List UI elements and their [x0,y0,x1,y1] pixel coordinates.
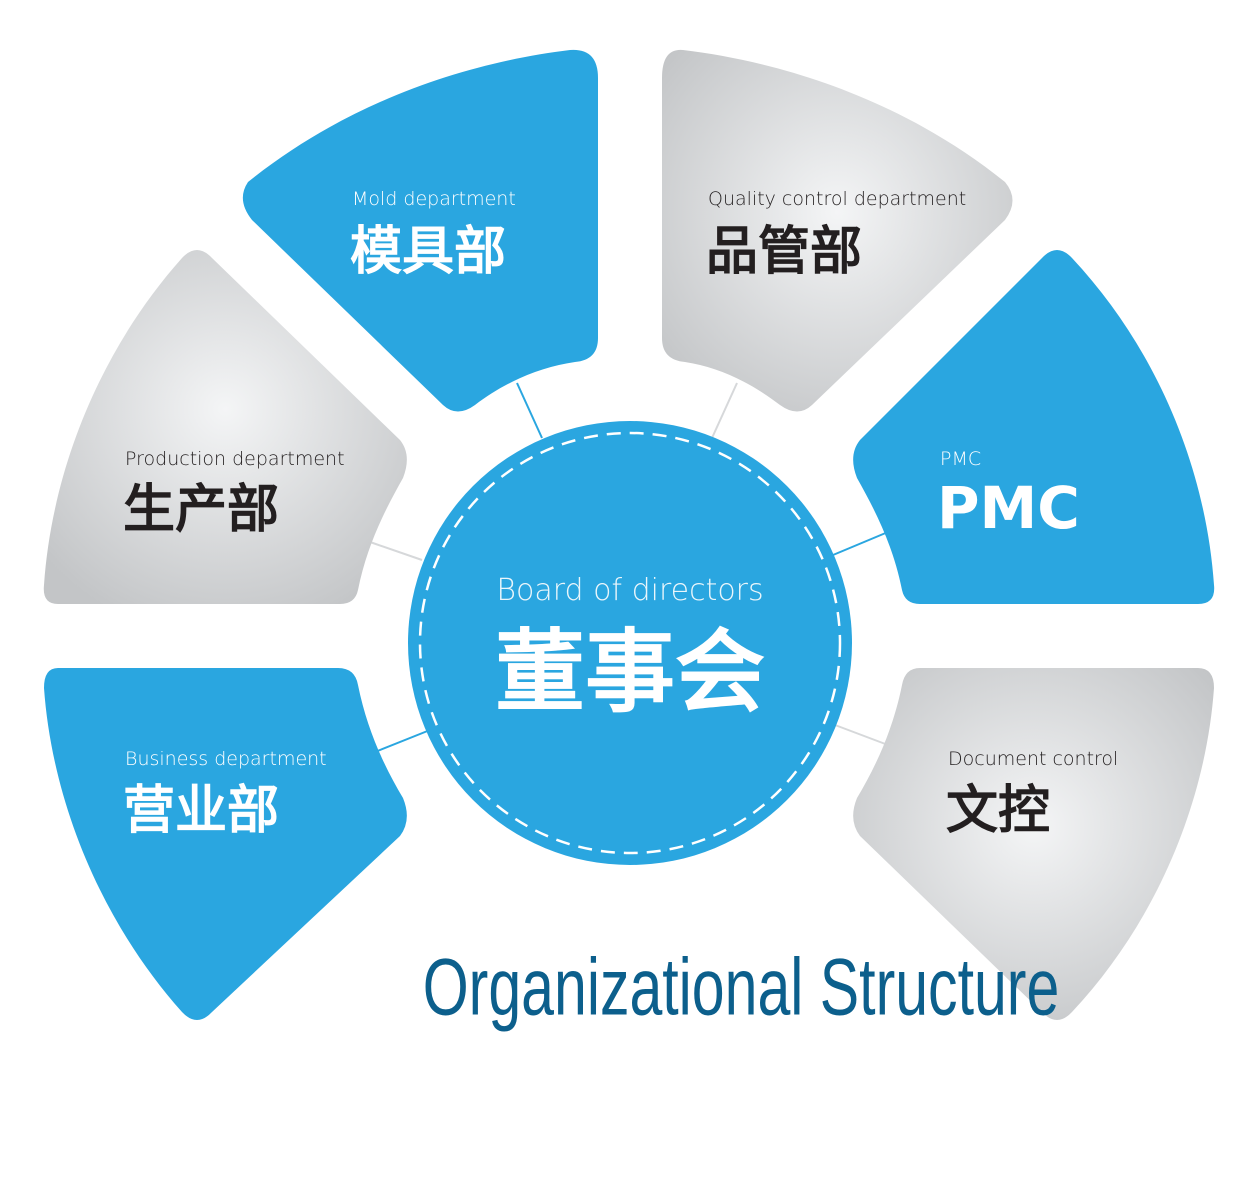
connectors [369,382,889,753]
connector-production [369,541,423,561]
page-title: Organizational Structure [423,942,1060,1032]
department-production: Production department 生产部 [43,250,407,604]
connector-business [374,729,431,753]
center-circle [408,421,852,865]
department-mold-en: Mold department [352,188,516,210]
department-business-shape [44,668,407,1020]
department-mold: Mold department 模具部 [242,49,598,412]
connector-pmc [832,531,889,556]
department-production-shape [43,250,407,604]
connector-document [834,724,889,746]
department-pmc: PMC PMC [853,250,1215,604]
center-dashed-ring [418,431,842,855]
department-quality-zh: 品管部 [706,222,862,282]
department-production-zh: 生产部 [123,480,279,540]
department-business: Business department 营业部 [44,668,407,1020]
department-business-en: Business department [125,748,327,770]
department-pmc-shape [853,250,1215,604]
department-business-zh: 营业部 [123,781,279,841]
department-production-en: Production department [125,448,345,470]
department-document-en: Document control [948,748,1118,770]
connector-quality [711,382,738,439]
department-quality: Quality control department 品管部 [662,49,1013,412]
center-board: Board of directors 董事会 [408,421,852,865]
center-zh: 董事会 [495,620,765,725]
department-mold-shape [242,49,598,412]
center-en: Board of directors [496,573,763,608]
department-quality-shape [662,49,1013,412]
department-document-shape [853,668,1214,1020]
department-pmc-zh: PMC [937,474,1080,542]
department-quality-en: Quality control department [708,188,966,210]
department-mold-zh: 模具部 [350,222,506,282]
department-document-zh: 文控 [946,781,1050,841]
connector-mold [516,382,543,439]
department-pmc-en: PMC [940,448,981,470]
department-document: Document control 文控 [853,668,1214,1020]
